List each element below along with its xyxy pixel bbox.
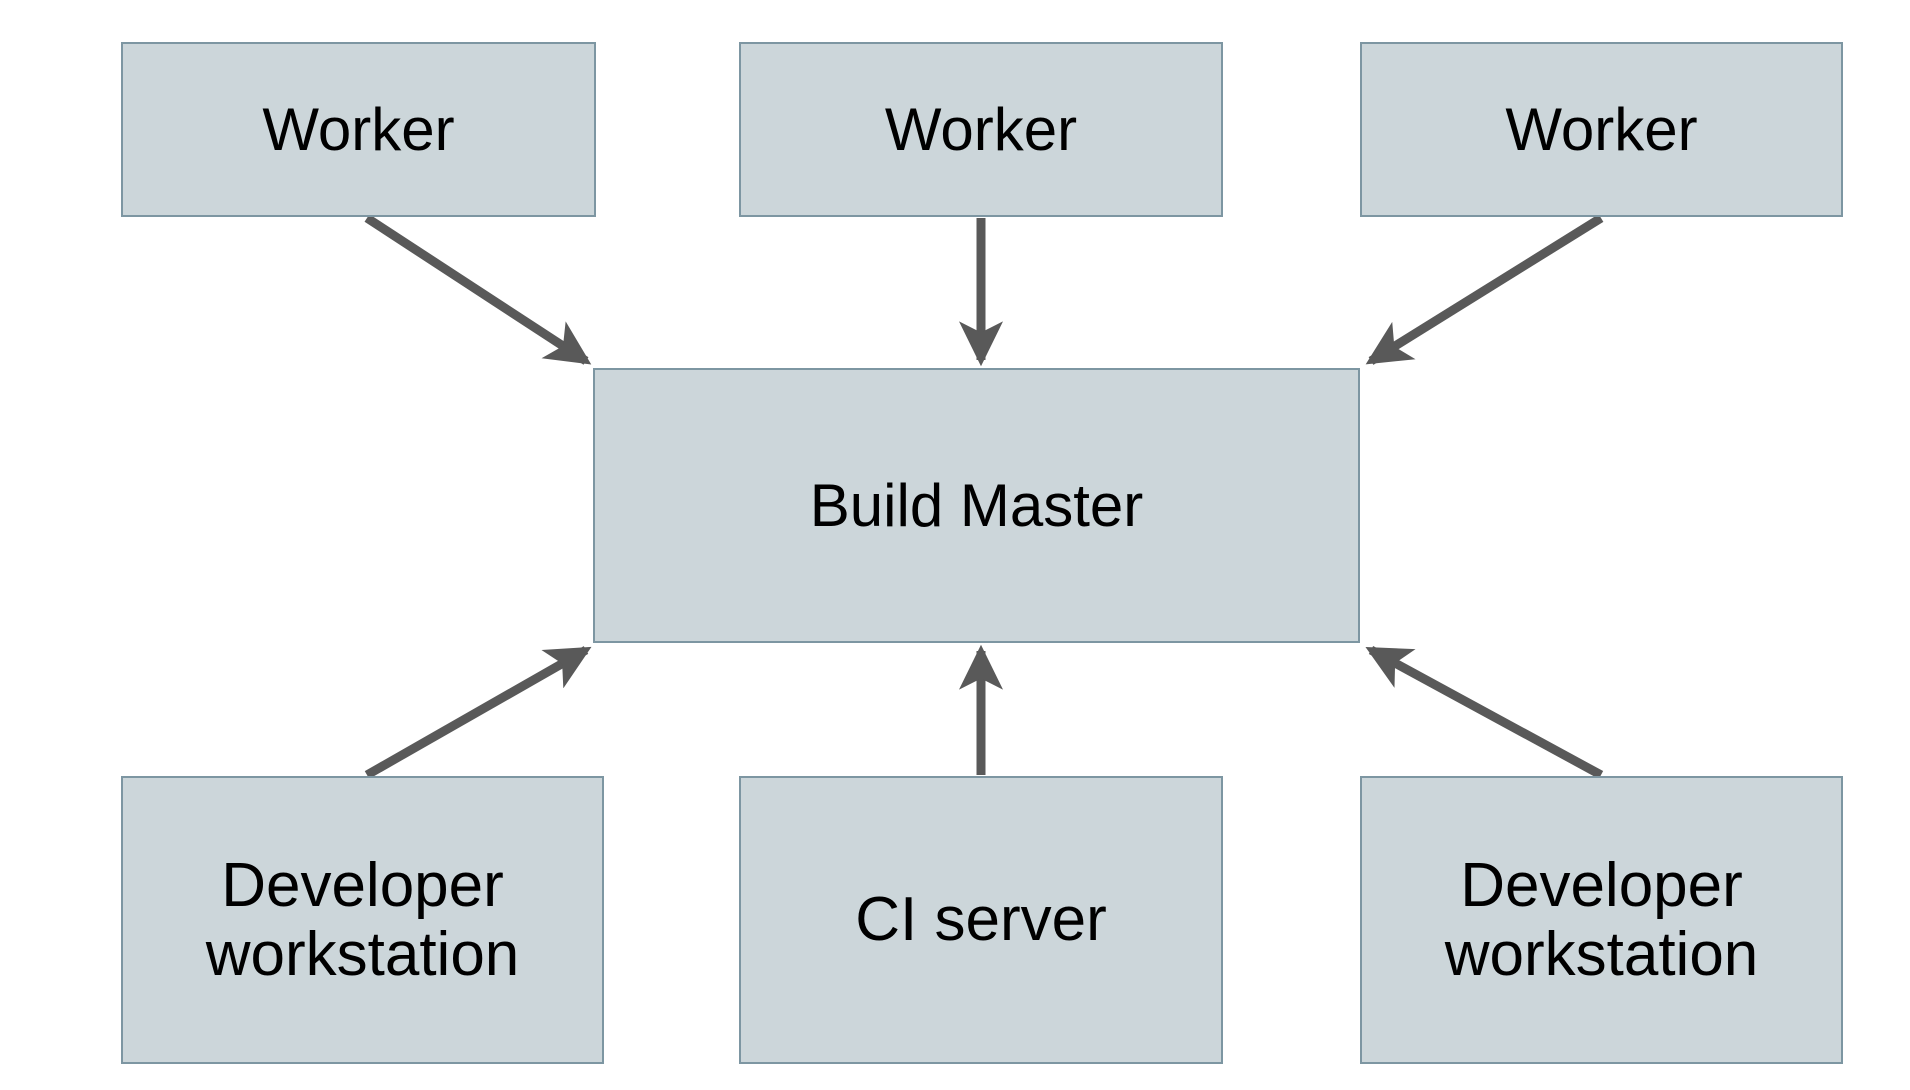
node-developer-workstation-right[interactable]: Developer workstation — [1360, 776, 1843, 1064]
node-worker-middle-label: Worker — [884, 95, 1078, 163]
edge-worker-left-to-build-master — [364, 214, 592, 365]
node-developer-workstation-left-label: Developer workstation — [205, 850, 520, 989]
node-worker-right-label: Worker — [1505, 95, 1698, 163]
edge-worker-right-to-build-master — [1365, 214, 1604, 365]
node-worker-left[interactable]: Worker — [121, 42, 596, 217]
node-worker-middle[interactable]: Worker — [739, 42, 1223, 217]
node-developer-workstation-left[interactable]: Developer workstation — [121, 776, 604, 1064]
edge-dev-right-to-build-master — [1365, 646, 1604, 779]
node-developer-workstation-right-label: Developer workstation — [1444, 850, 1759, 989]
node-ci-server[interactable]: CI server — [739, 776, 1223, 1064]
node-worker-right[interactable]: Worker — [1360, 42, 1843, 217]
edge-dev-left-to-build-master — [364, 646, 592, 779]
node-worker-left-label: Worker — [262, 95, 455, 163]
node-build-master[interactable]: Build Master — [593, 368, 1360, 643]
node-ci-server-label: CI server — [855, 885, 1107, 955]
node-build-master-label: Build Master — [809, 471, 1144, 539]
